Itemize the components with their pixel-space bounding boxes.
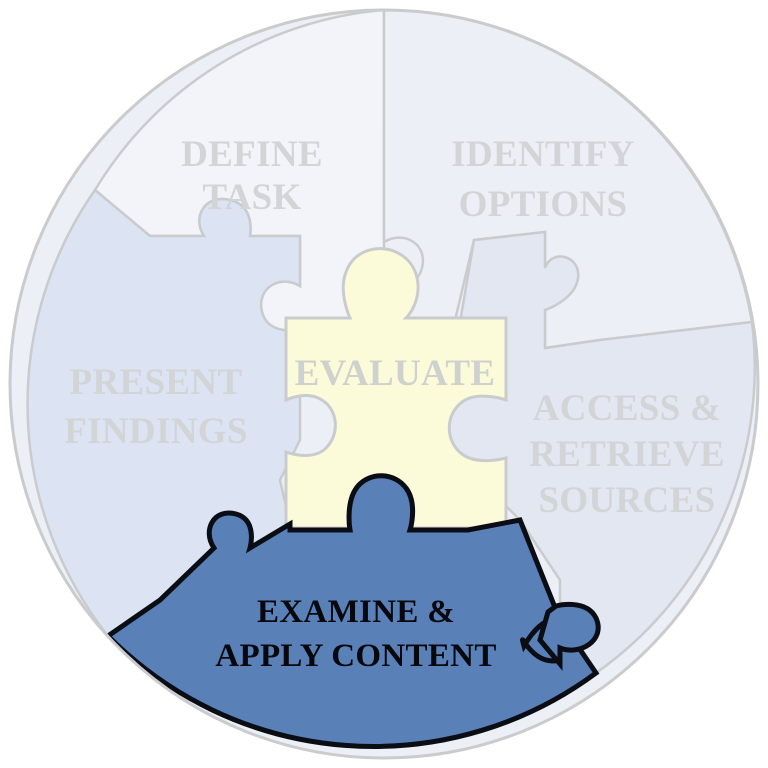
label-examine-line1: EXAMINE &	[257, 594, 455, 630]
center-piece-evaluate[interactable]	[284, 247, 508, 530]
label-identify-options-line1: IDENTIFY	[451, 134, 634, 175]
circle-outline	[8, 8, 760, 760]
label-evaluate-text: EVALUATE	[295, 353, 496, 394]
label-examine-apply-content: EXAMINE & APPLY CONTENT	[215, 594, 496, 674]
label-access-line2: RETRIEVE	[529, 434, 725, 475]
label-identify-options: IDENTIFY OPTIONS	[451, 134, 634, 225]
label-access-line3: SOURCES	[538, 480, 715, 521]
label-present-line2: FINDINGS	[64, 411, 247, 452]
label-examine-line2: APPLY CONTENT	[215, 638, 496, 674]
label-define-task-line2: TASK	[202, 177, 301, 218]
blue-right-tab	[537, 602, 601, 671]
label-define-task: DEFINE TASK	[181, 134, 323, 218]
label-present-line1: PRESENT	[70, 362, 243, 403]
label-identify-options-line2: OPTIONS	[459, 184, 628, 225]
label-define-task-line1: DEFINE	[181, 134, 323, 175]
label-access-line1: ACCESS &	[533, 388, 722, 429]
label-present-findings: PRESENT FINDINGS	[64, 362, 247, 452]
label-access-retrieve-sources: ACCESS & RETRIEVE SOURCES	[529, 388, 725, 521]
label-evaluate: EVALUATE	[295, 353, 496, 394]
